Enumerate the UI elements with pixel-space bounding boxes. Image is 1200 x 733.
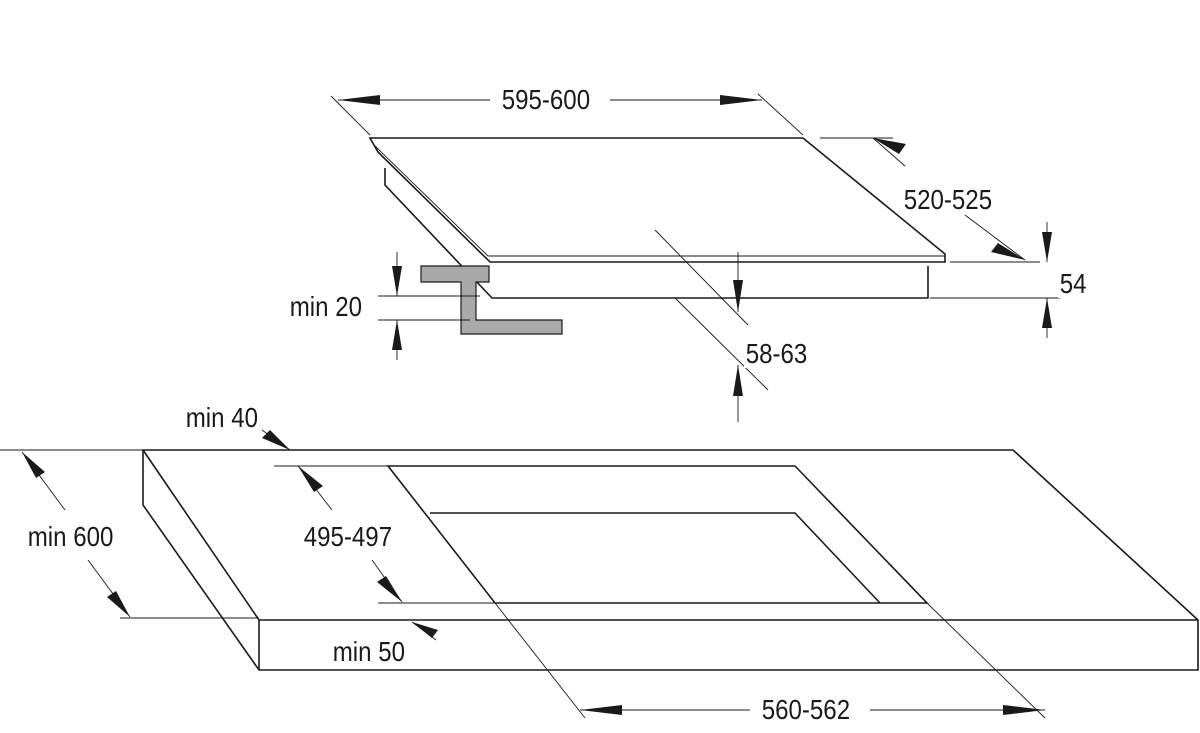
arrowhead: [22, 452, 45, 478]
arrowhead: [338, 95, 380, 105]
label-hob-depth: 520-525: [902, 184, 994, 215]
label-hob-width: 595-600: [500, 84, 592, 115]
arrowhead: [1042, 232, 1052, 262]
hob-dimensions: [330, 93, 1060, 422]
arrowhead: [720, 95, 762, 105]
arrowhead: [1042, 298, 1052, 328]
label-worktop-front-margin: min 50: [331, 636, 407, 667]
arrowhead: [991, 243, 1025, 260]
worktop-front-edge: [142, 449, 1198, 670]
arrowhead: [733, 280, 743, 312]
arrowhead: [392, 320, 402, 350]
hob: [368, 137, 946, 299]
worktop-cutout: [386, 465, 929, 604]
arrowhead: [377, 576, 402, 602]
arrowhead: [412, 622, 438, 638]
label-worktop-rear-margin: min 40: [184, 402, 260, 433]
label-hob-drop: 58-63: [744, 338, 810, 369]
arrowhead: [1003, 705, 1045, 715]
label-cutout-width: 560-562: [760, 694, 852, 725]
arrowhead: [873, 138, 906, 154]
label-cutout-depth: 495-497: [302, 521, 394, 552]
arrowhead: [392, 266, 402, 296]
hob-glass-bevel: [373, 144, 945, 257]
worktop: [142, 449, 1199, 671]
worktop-cutout-inner: [430, 512, 881, 604]
arrowhead: [298, 466, 323, 492]
label-hob-height: 54: [1058, 268, 1089, 299]
label-worktop-depth: min 600: [26, 521, 116, 552]
arrowhead: [733, 365, 743, 396]
label-hob-rear-clearance: min 20: [288, 291, 364, 322]
worktop-outline: [142, 449, 1199, 671]
arrowhead: [580, 705, 622, 715]
worktop-dimensions: [0, 429, 1046, 719]
arrowhead: [107, 591, 130, 617]
mounting-bracket: [420, 265, 563, 335]
